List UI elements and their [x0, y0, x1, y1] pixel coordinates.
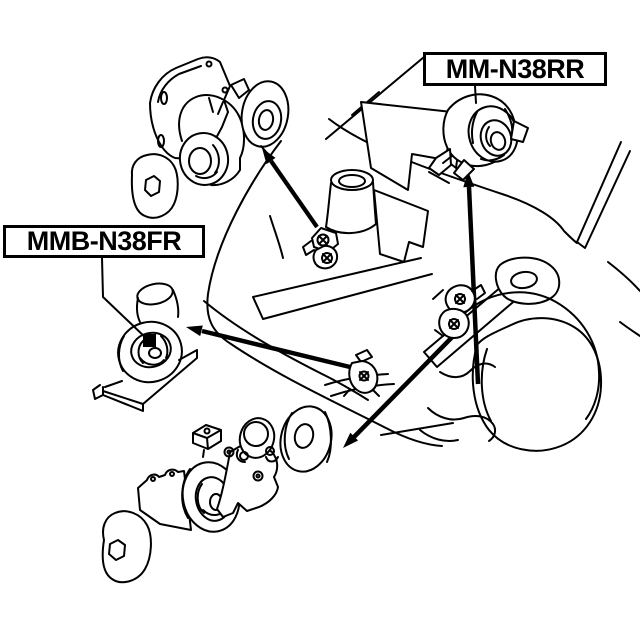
part-number-text: MM-N38RR [445, 53, 585, 84]
leader-terminal-square [143, 334, 156, 347]
mount-foot [453, 159, 475, 181]
part-label-front-mount: MMB-N38FR [3, 225, 205, 258]
firewall-bracket [373, 189, 429, 263]
engine-bay [252, 101, 464, 320]
mount-body [178, 94, 245, 187]
mount-tab [510, 120, 529, 143]
hood-edge-line [325, 56, 425, 140]
label-leaders [101, 85, 477, 347]
engine-side-mount-part [302, 227, 339, 270]
arrow-to-rear-mount [463, 171, 481, 385]
bracket-plate [137, 468, 192, 531]
washer [101, 510, 152, 584]
top-left-mount-assembly [130, 56, 290, 219]
subframe-bracket [494, 256, 561, 305]
stopper-plate [279, 405, 333, 473]
washer [130, 153, 179, 219]
front-mount-assembly [92, 282, 198, 412]
control-arm-curve [427, 407, 497, 442]
fender-inner-line [269, 215, 284, 259]
bumper-inner-curve [203, 300, 369, 401]
rocker-line [380, 422, 454, 436]
a-pillar-lines [576, 141, 631, 249]
bracket-hole [510, 270, 538, 290]
part-number-text: MMB-N38FR [26, 226, 182, 256]
arrowhead [186, 325, 203, 337]
arrow-to-bottom-mount [343, 321, 468, 448]
body-side-line2 [619, 321, 640, 337]
rear-label-leader [474, 85, 477, 104]
mount-housing [216, 443, 279, 518]
front-label-leader [101, 257, 148, 340]
body-side-line [607, 261, 640, 292]
subframe-and-wheel [419, 256, 603, 452]
part-label-rear-mount: MM-N38RR [423, 52, 607, 86]
arrow-to-front-mount [186, 325, 351, 370]
tire-inner-line [480, 348, 492, 422]
tire [471, 317, 603, 452]
mount-foot [428, 148, 452, 176]
front-rail [252, 257, 433, 320]
mount-bracket [102, 349, 198, 412]
rear-mount-part [428, 93, 529, 184]
arrowhead [343, 432, 359, 448]
mount-top-cylinder [136, 282, 174, 306]
front-fender-bumper-curve [206, 140, 443, 447]
bottom-mount-assembly [101, 405, 333, 584]
wheel-arch [465, 291, 601, 420]
arrowhead [463, 171, 475, 188]
front-mount-location-part [324, 349, 395, 397]
rear-mount-location-parts [432, 284, 486, 339]
